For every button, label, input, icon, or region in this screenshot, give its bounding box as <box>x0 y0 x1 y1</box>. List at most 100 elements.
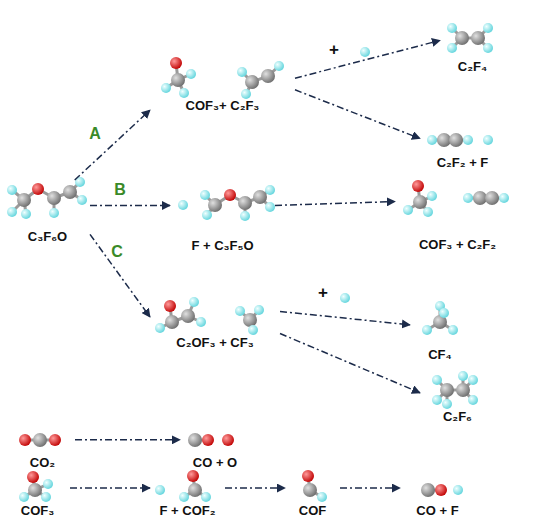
atom <box>43 479 53 489</box>
species-label: CO₂ <box>30 455 55 470</box>
atom <box>77 195 87 205</box>
atom <box>422 325 432 335</box>
molecule <box>427 133 473 147</box>
atom <box>427 191 437 201</box>
atom <box>468 395 478 405</box>
atom <box>302 470 314 482</box>
species-group: C₂F₄ <box>440 18 505 74</box>
atom <box>28 483 42 497</box>
species-label: C₂OF₃ + CF₃ <box>176 335 253 350</box>
atom <box>155 485 165 495</box>
atom <box>317 492 327 502</box>
atom <box>188 483 202 497</box>
species-group: C₃F₆O <box>5 180 90 244</box>
atom <box>437 133 451 147</box>
species-group: COF₃ <box>5 468 70 518</box>
molecule <box>302 470 327 502</box>
atom <box>200 190 210 200</box>
atom <box>468 375 478 385</box>
atom <box>164 300 176 312</box>
molecule <box>19 433 61 447</box>
atom <box>224 189 236 201</box>
atom <box>265 202 275 212</box>
molecule <box>222 434 234 446</box>
pathway-label: C <box>111 244 123 260</box>
atom <box>483 135 493 145</box>
molecule <box>453 485 463 495</box>
molecule <box>340 293 350 303</box>
species-label: COF₃+ C₂F₃ <box>186 98 260 113</box>
species-group: C₂F₂ + F <box>420 125 505 170</box>
atom <box>447 23 457 33</box>
species-label: COF₃ <box>21 503 54 518</box>
species-group: CO + F <box>400 468 475 518</box>
atom <box>248 325 258 335</box>
molecule <box>19 471 53 502</box>
molecule <box>235 305 264 335</box>
molecule <box>422 301 458 335</box>
atom <box>412 180 424 192</box>
atom <box>463 193 473 203</box>
atom <box>187 470 199 482</box>
molecule <box>447 23 493 53</box>
species-label: F + C₃F₅O <box>191 238 253 253</box>
atom <box>170 57 182 69</box>
molecule <box>237 61 284 99</box>
pathway-label: B <box>114 182 126 198</box>
molecule <box>179 470 211 502</box>
molecule <box>155 485 165 495</box>
species-group: COF <box>285 468 340 518</box>
atom <box>473 191 487 205</box>
atom <box>432 395 442 405</box>
atom <box>439 308 449 318</box>
atom <box>241 89 251 99</box>
atom <box>440 383 454 397</box>
species-label: COF₃ + C₂F₂ <box>419 237 496 252</box>
atom <box>245 75 259 89</box>
atom <box>202 210 212 220</box>
atom <box>448 325 458 335</box>
molecule <box>155 297 206 333</box>
atom <box>222 434 234 446</box>
atom <box>179 492 189 502</box>
atom <box>179 88 189 98</box>
pathway-label: + <box>318 285 328 301</box>
reaction-arrow <box>70 487 150 489</box>
pathway-label: + <box>329 42 339 58</box>
species-label: C₂F₆ <box>443 409 472 424</box>
species-group: COF₃ + C₂F₂ <box>395 180 520 252</box>
atom <box>243 313 257 327</box>
reaction-arrow <box>90 205 170 207</box>
atom <box>17 193 31 207</box>
molecule <box>463 191 509 205</box>
atom <box>261 69 275 83</box>
atom <box>427 135 437 145</box>
species-group: C₂F₆ <box>420 372 495 424</box>
atom <box>171 73 185 87</box>
atom <box>442 399 452 409</box>
species-label: CF₄ <box>428 347 452 362</box>
atom <box>27 471 39 483</box>
reaction-arrow <box>225 487 285 489</box>
atom <box>449 133 463 147</box>
atom <box>155 323 165 333</box>
species-group: CO + O <box>180 425 250 470</box>
atom <box>447 43 457 53</box>
atom <box>235 306 245 316</box>
species-label: F + COF₂ <box>160 503 216 518</box>
reaction-arrow <box>295 40 440 78</box>
atom <box>265 185 275 195</box>
atom <box>456 383 470 397</box>
reaction-arrow <box>280 334 420 393</box>
molecule <box>178 200 188 210</box>
atom <box>403 205 413 215</box>
atom <box>254 305 264 315</box>
atom <box>196 317 206 327</box>
reaction-arrow <box>280 312 410 325</box>
atom <box>49 434 61 446</box>
atom <box>423 207 433 217</box>
molecule <box>7 177 87 219</box>
reaction-arrow <box>340 487 400 489</box>
atom <box>421 483 435 497</box>
